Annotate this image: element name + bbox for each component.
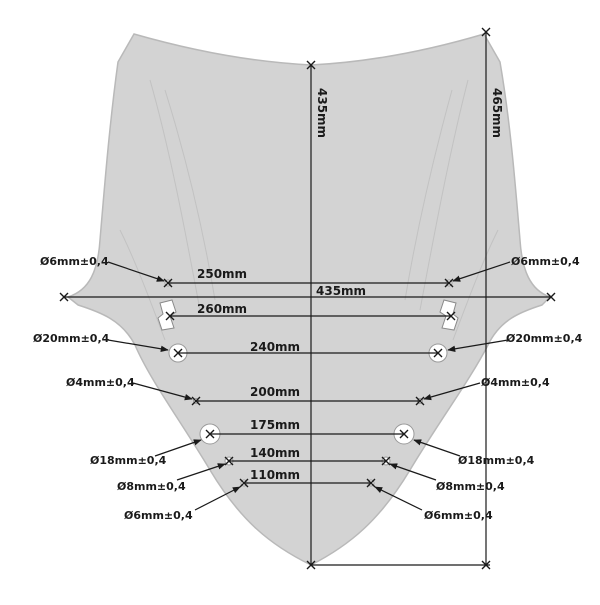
label-435-horizontal: 435mm	[316, 284, 366, 298]
leader-6mm-bottom-right	[374, 486, 423, 511]
leader-4mm-left	[132, 382, 193, 401]
hole-label-18mm-right: Ø18mm±0,4	[458, 454, 535, 467]
hole-label-4mm-left: Ø4mm±0,4	[66, 376, 135, 389]
dimension-labels: 435mm 465mm 250mm 435mm 260mm 240mm 200m…	[197, 88, 504, 482]
hole-label-6mm-bottom-left: Ø6mm±0,4	[124, 509, 193, 522]
leader-6mm-top-left	[107, 261, 165, 282]
leader-6mm-top-right	[452, 261, 511, 282]
label-175: 175mm	[250, 418, 300, 432]
leader-8mm-left	[176, 463, 226, 481]
leader-8mm-right	[389, 463, 437, 481]
hole-labels: Ø6mm±0,4 Ø6mm±0,4 Ø20mm±0,4 Ø20mm±0,4 Ø4…	[33, 255, 583, 522]
hole-label-6mm-top-right: Ø6mm±0,4	[511, 255, 580, 268]
hole-label-20mm-right: Ø20mm±0,4	[506, 332, 583, 345]
leader-20mm-left	[107, 339, 169, 352]
horizontal-dimensions	[59, 278, 556, 488]
label-465-vertical: 465mm	[490, 88, 504, 138]
hole-label-4mm-right: Ø4mm±0,4	[481, 376, 550, 389]
label-110: 110mm	[250, 468, 300, 482]
leader-18mm-left	[154, 439, 202, 457]
leader-4mm-right	[423, 382, 481, 401]
label-250: 250mm	[197, 267, 247, 281]
leader-18mm-right	[413, 439, 461, 457]
leader-20mm-right	[447, 339, 509, 352]
hole-label-8mm-right: Ø8mm±0,4	[436, 480, 505, 493]
hole-label-20mm-left: Ø20mm±0,4	[33, 332, 110, 345]
hole-label-18mm-left: Ø18mm±0,4	[90, 454, 167, 467]
label-240: 240mm	[250, 340, 300, 354]
hole-label-6mm-top-left: Ø6mm±0,4	[40, 255, 109, 268]
label-260: 260mm	[197, 302, 247, 316]
leader-6mm-bottom-left	[194, 486, 241, 511]
leader-arrows	[107, 261, 511, 511]
label-140: 140mm	[250, 446, 300, 460]
hole-label-6mm-bottom-right: Ø6mm±0,4	[424, 509, 493, 522]
label-200: 200mm	[250, 385, 300, 399]
label-435-vertical: 435mm	[315, 88, 329, 138]
hole-label-8mm-left: Ø8mm±0,4	[117, 480, 186, 493]
